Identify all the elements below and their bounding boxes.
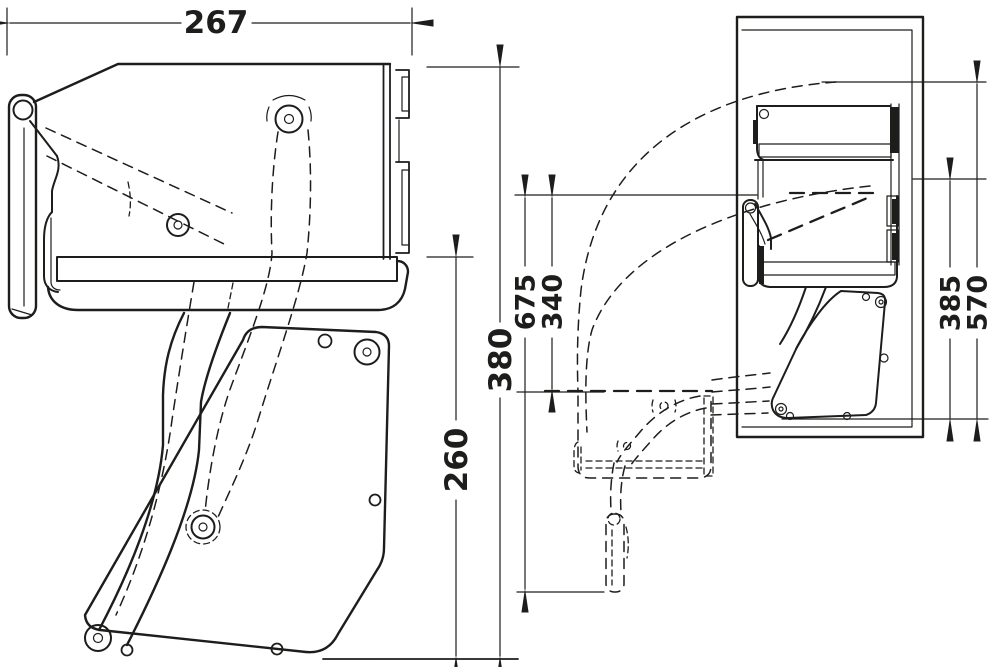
shelf-hatched-strip — [760, 261, 896, 276]
rail-bracket-upper — [395, 69, 410, 119]
dim-label-260: 260 — [439, 428, 475, 493]
dim-label-267: 267 — [184, 5, 249, 41]
mechanism-plate — [770, 286, 889, 421]
plate-corner-pivot — [84, 624, 112, 652]
handle-bar-dashed — [605, 513, 625, 593]
rail-bracket — [886, 195, 899, 227]
plate-center-pivot — [190, 514, 216, 540]
dim-clearance-385: 385 — [936, 157, 967, 442]
dim-height-260: 260 — [426, 234, 475, 667]
plate-hole — [120, 643, 134, 657]
cabinet-carcase — [735, 15, 925, 439]
tray-lowered-position-dashed — [543, 372, 771, 593]
screw-dashed — [659, 401, 669, 411]
dim-width-267: 267 — [0, 5, 434, 56]
plate-hole — [270, 642, 284, 656]
plate-hole — [368, 493, 382, 507]
handle-bar — [7, 93, 38, 320]
tray-bottom — [46, 259, 410, 312]
rail-bracket-lower — [395, 161, 410, 254]
lift-arm — [779, 286, 807, 345]
dim-label-385: 385 — [936, 275, 967, 331]
rail-bracket — [890, 107, 899, 153]
dim-clearance-570: 570 — [963, 60, 994, 442]
tray-unit — [29, 62, 410, 523]
tray-stored-position — [753, 105, 899, 200]
dim-height-380: 380 — [426, 44, 520, 667]
dim-label-380: 380 — [483, 328, 519, 393]
tray-top-edge — [32, 62, 392, 104]
arm-track-dashed — [204, 131, 279, 513]
dim-label-675: 675 — [511, 274, 542, 330]
arm-alt-position-dashed — [115, 281, 195, 616]
dim-drop-675: 675 — [511, 174, 542, 613]
right-view-cabinet-section: 675 340 385 570 — [511, 15, 994, 613]
plate-rivet — [353, 338, 381, 366]
dim-label-340: 340 — [538, 274, 569, 330]
arm-track-dashed — [215, 129, 312, 523]
shelf-hatched-strip — [56, 256, 398, 282]
left-view-lift-side-profile: 267 380 260 — [0, 5, 520, 667]
mounting-plate — [83, 325, 391, 657]
dim-drop-340: 340 — [538, 174, 569, 413]
tray-open-position — [742, 191, 899, 288]
handle-bar — [742, 199, 759, 287]
pivot-circle — [12, 99, 34, 121]
swing-arc-inner — [585, 185, 871, 433]
shelf-hatched-strip — [758, 143, 892, 158]
dim-label-570: 570 — [963, 275, 994, 331]
screw-dashed — [622, 441, 632, 451]
screw-hole-upper — [266, 94, 312, 134]
swing-arc-outer — [576, 81, 837, 393]
lift-arm — [97, 281, 234, 647]
rail-bracket — [886, 229, 899, 263]
plate-hole — [317, 333, 333, 349]
